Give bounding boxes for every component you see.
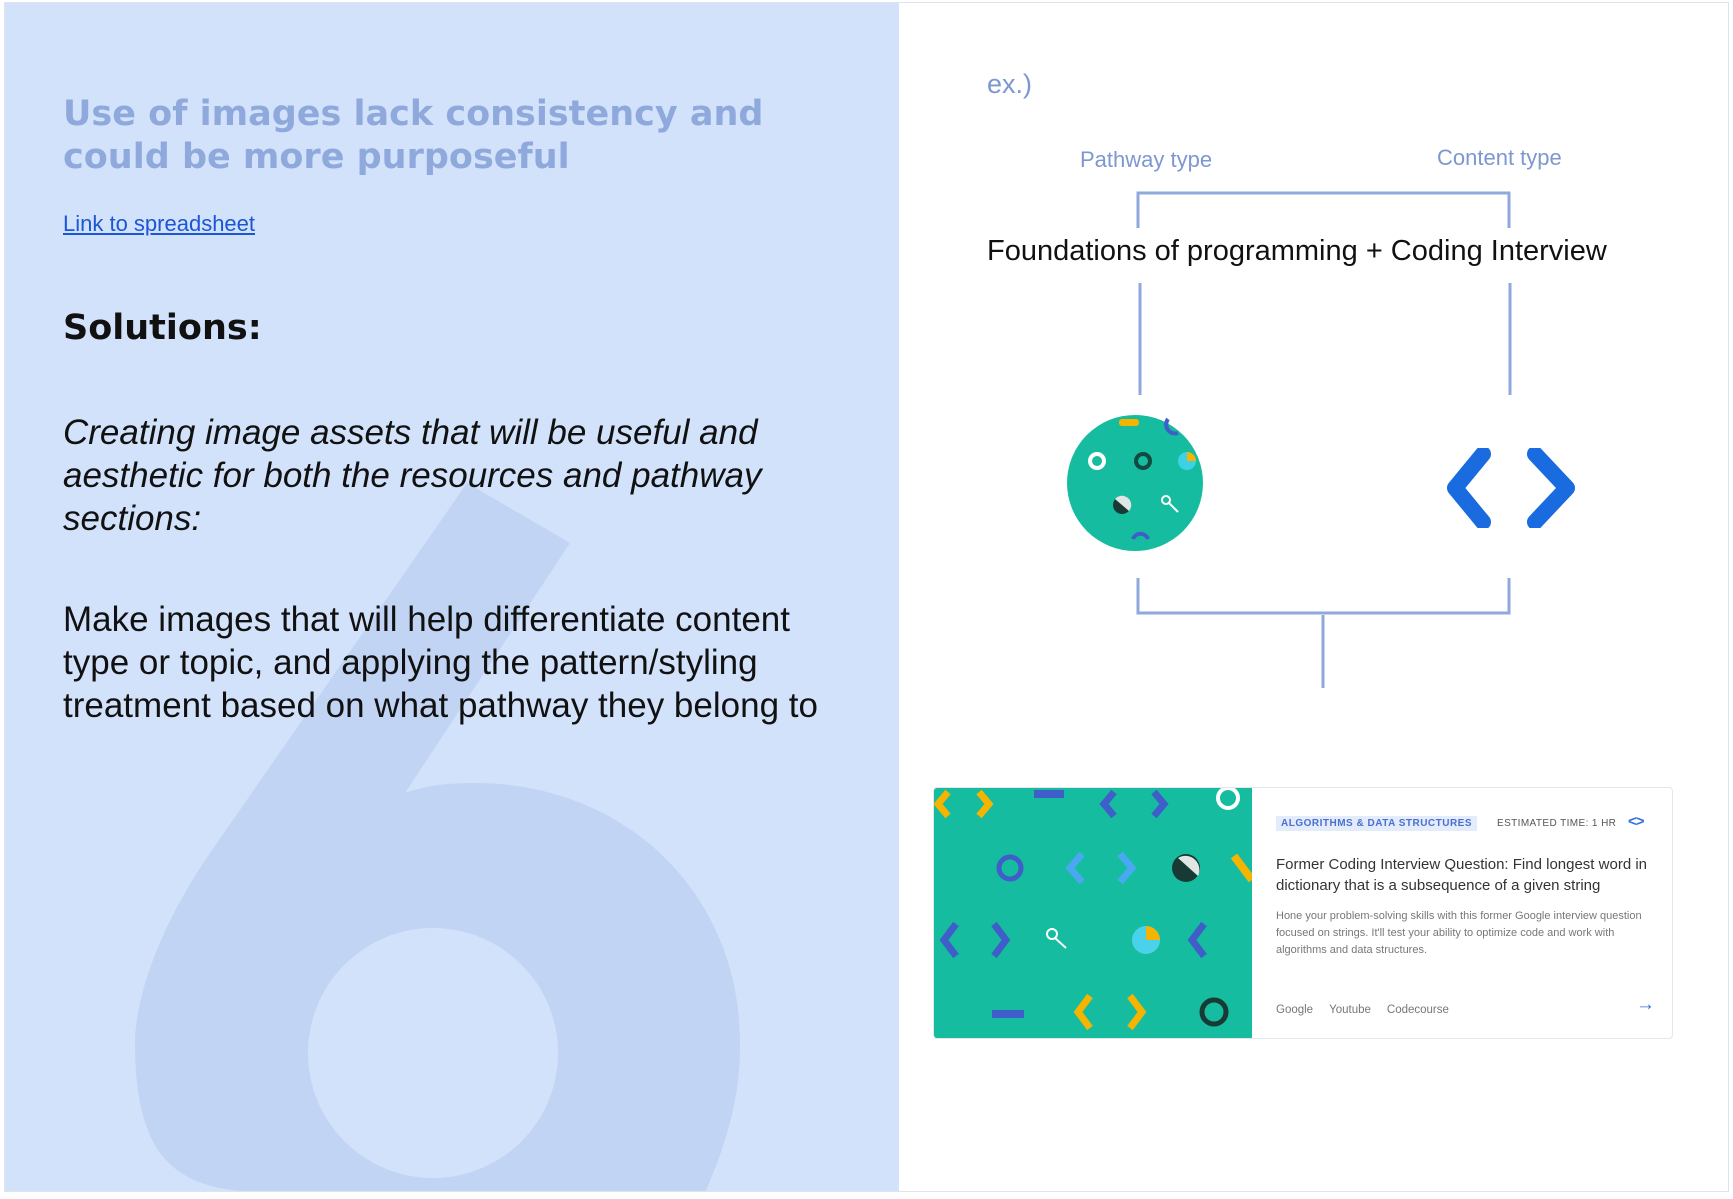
card-description: Hone your problem-solving skills with th… (1276, 910, 1642, 956)
card-body: ALGORITHMS & DATA STRUCTURES ESTIMATED T… (1252, 788, 1672, 1038)
solution-plain-text: Make images that will help differentiate… (63, 600, 818, 725)
source-item[interactable]: Codecourse (1386, 1004, 1449, 1016)
arrow-right-icon[interactable]: → (1636, 994, 1655, 1015)
content-type-label: Content type (1437, 145, 1562, 170)
topic-tag[interactable]: ALGORITHMS & DATA STRUCTURES (1276, 816, 1478, 831)
code-brackets-icon (1447, 446, 1582, 533)
bottom-bracket (1136, 578, 1511, 615)
card-title[interactable]: Former Coding Interview Question: Find l… (1276, 856, 1648, 894)
pathway-type-label: Pathway type (1080, 147, 1213, 172)
source-list: Google Youtube Codecourse (1276, 1004, 1449, 1016)
estimated-time: ESTIMATED TIME: 1 HR (1497, 818, 1617, 829)
source-item[interactable]: Google (1276, 1004, 1314, 1016)
left-panel: Use of images lack consistency and could… (5, 3, 899, 1191)
solution-italic-text: Creating image assets that will be usefu… (63, 413, 762, 538)
example-label: ex.) (987, 69, 1033, 99)
big-six-watermark (135, 483, 740, 1191)
page-title: Use of images lack consistency and could… (63, 94, 764, 177)
spreadsheet-link[interactable]: Link to spreadsheet (63, 211, 256, 236)
pathway-formula: Foundations of programming + Coding Inte… (987, 235, 1607, 267)
card-pattern-image (934, 788, 1256, 1038)
top-bracket (1136, 191, 1511, 228)
slide: Use of images lack consistency and could… (4, 2, 1729, 1192)
solutions-heading: Solutions: (63, 308, 262, 348)
source-item[interactable]: Youtube (1329, 1004, 1371, 1016)
code-icon: <> (1628, 813, 1645, 830)
pattern-circle-icon (1065, 413, 1205, 558)
resource-card[interactable]: ALGORITHMS & DATA STRUCTURES ESTIMATED T… (933, 787, 1673, 1039)
